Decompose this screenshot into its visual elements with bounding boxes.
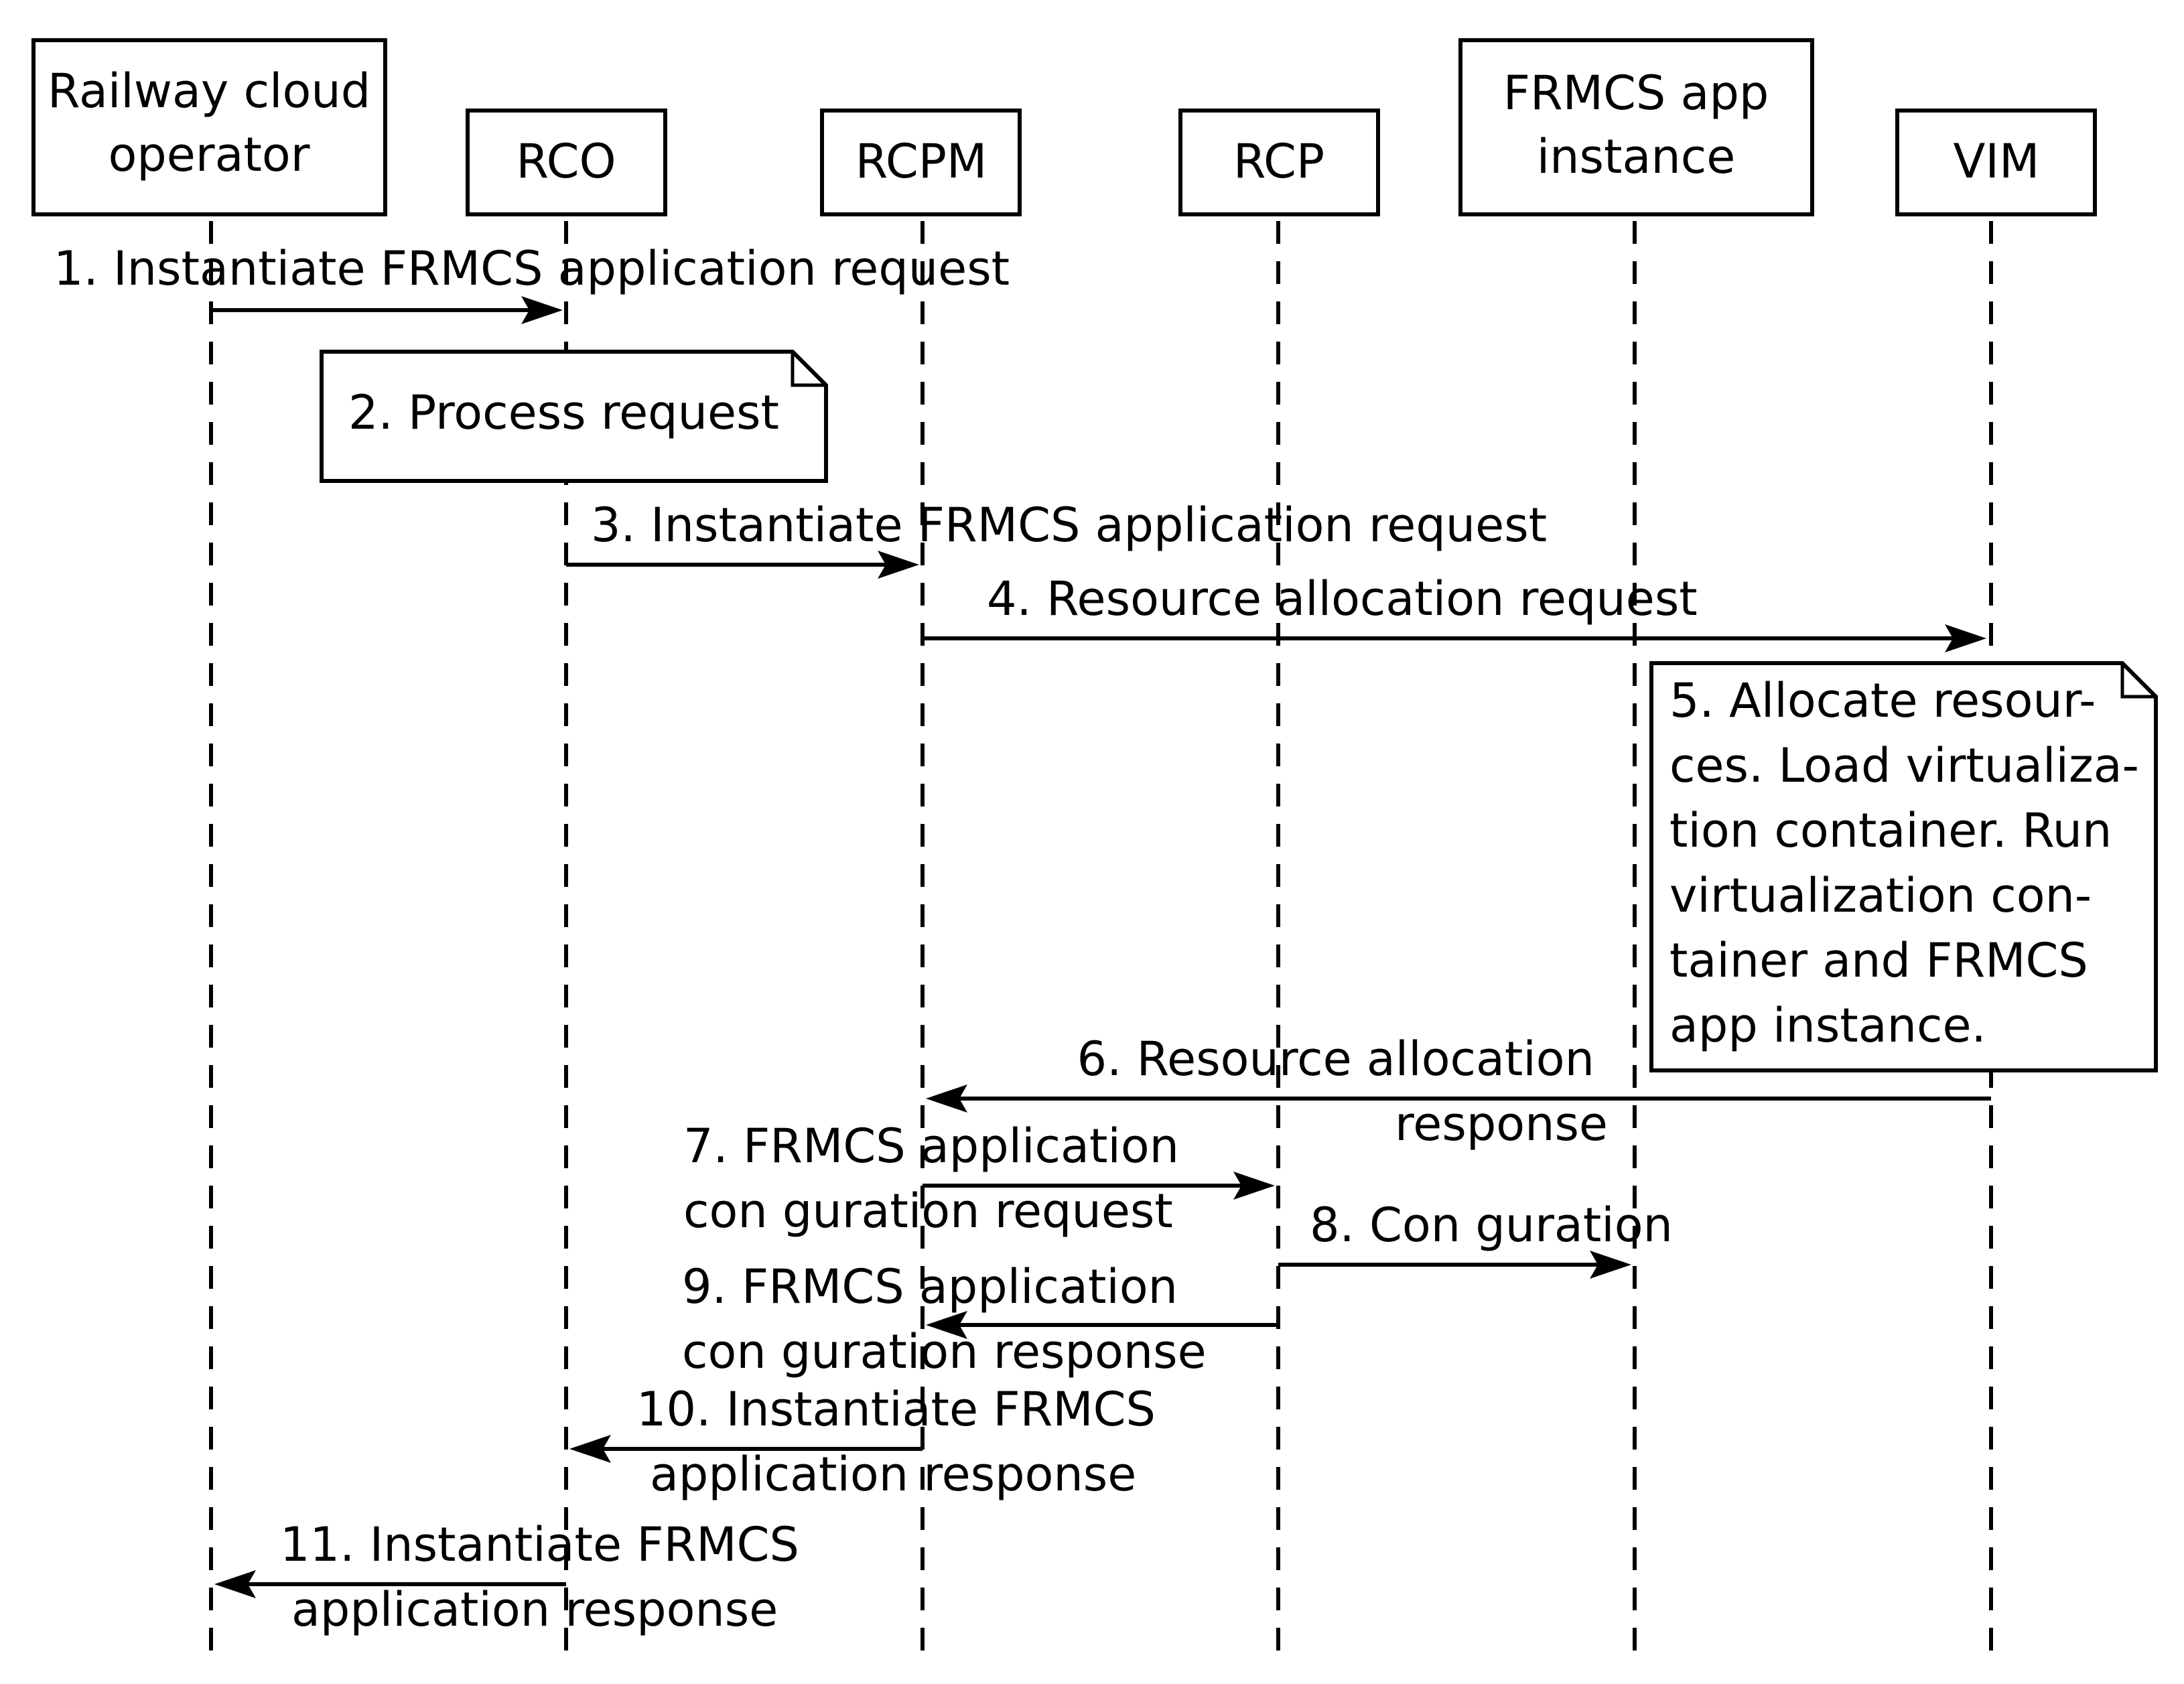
message-label-line-2: application response [650, 1447, 1136, 1502]
arrowhead-left [926, 1084, 967, 1113]
participant-label-line-1: Railway cloud [48, 64, 370, 119]
message-label-line-1: 9. FRMCS application [682, 1259, 1178, 1314]
message-label-line-2: con guration response [682, 1324, 1207, 1379]
message-label-line-1: 11. Instantiate FRMCS [280, 1517, 799, 1572]
participant-rco: RCO [466, 109, 667, 216]
arrowhead-left [569, 1435, 611, 1463]
message-7: 7. FRMCS application con guration reques… [683, 1119, 1275, 1239]
note-text: 2. Process request [348, 385, 779, 440]
note-text-line-2: ces. Load virtualiza- [1669, 738, 2139, 793]
note-text-line-4: virtualization con- [1669, 868, 2092, 923]
message-label-line-2: response [1395, 1097, 1608, 1151]
arrowhead-right [521, 296, 563, 324]
participant-label-line-2: instance [1537, 129, 1736, 184]
arrowhead-right [878, 551, 919, 579]
message-6: 6. Resource allocation response [926, 1032, 1991, 1151]
note-text-line-3: tion container. Run [1669, 803, 2112, 858]
note-text-line-1: 5. Allocate resour- [1669, 673, 2096, 728]
message-11: 11. Instantiate FRMCS application respon… [214, 1517, 799, 1637]
message-label-line-2: con guration request [683, 1184, 1173, 1239]
message-10: 10. Instantiate FRMCS application respon… [569, 1382, 1156, 1502]
note-text-line-5: tainer and FRMCS [1669, 933, 2088, 988]
participant-frmcs-app-instance: FRMCS app instance [1458, 38, 1814, 216]
arrowhead-left [214, 1570, 256, 1598]
note-2: 2. Process request [320, 350, 828, 483]
message-1: 1. Instantiate FRMCS application request [54, 241, 1010, 324]
participant-label: RCP [1233, 134, 1324, 189]
participant-label: RCPM [856, 134, 987, 189]
message-label-line-1: 10. Instantiate FRMCS [636, 1382, 1156, 1437]
note-text-line-6: app instance. [1669, 998, 1986, 1053]
participant-rcpm: RCPM [820, 109, 1022, 216]
note-5: 5. Allocate resour- ces. Load virtualiza… [1649, 661, 2158, 1072]
participant-label: RCO [516, 134, 616, 189]
participant-label: VIM [1954, 134, 2040, 189]
message-9: 9. FRMCS application con guration respon… [682, 1259, 1278, 1379]
message-label: 8. Con guration [1310, 1198, 1673, 1253]
participant-rcp: RCP [1178, 109, 1380, 216]
message-label: 3. Instantiate FRMCS application request [591, 498, 1547, 553]
participant-vim: VIM [1895, 109, 2097, 216]
participant-railway-cloud-operator: Railway cloud operator [31, 38, 387, 216]
message-label-line-1: 7. FRMCS application [683, 1119, 1179, 1174]
message-3: 3. Instantiate FRMCS application request [566, 498, 1547, 579]
participant-label-line-1: FRMCS app [1503, 66, 1769, 121]
participant-label-line-2: operator [108, 127, 310, 182]
arrowhead-right [1590, 1251, 1631, 1279]
message-label: 4. Resource allocation request [987, 571, 1698, 626]
message-label: 1. Instantiate FRMCS application request [54, 241, 1010, 296]
arrowhead-right [1233, 1172, 1275, 1200]
arrowhead-right [1945, 624, 1986, 652]
message-label-line-1: 6. Resource allocation [1077, 1032, 1594, 1086]
message-label-line-2: application response [291, 1582, 778, 1637]
arrowhead-left [926, 1311, 967, 1339]
message-8: 8. Con guration [1278, 1198, 1673, 1279]
message-4: 4. Resource allocation request [923, 571, 1986, 652]
